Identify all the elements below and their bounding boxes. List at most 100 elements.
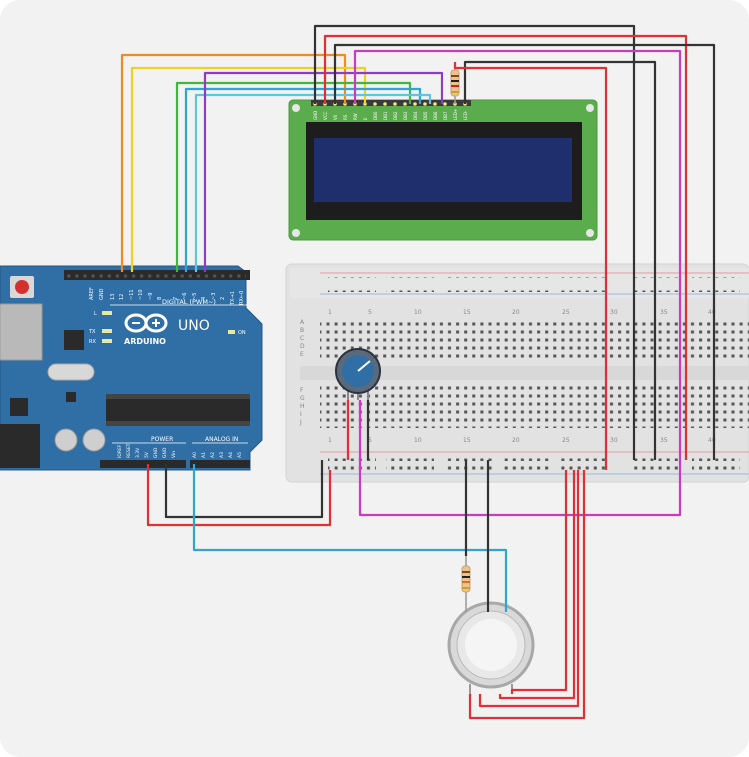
wire-orange[interactable] xyxy=(120,53,347,272)
reset-button[interactable] xyxy=(15,280,29,294)
wire-red[interactable] xyxy=(510,470,568,694)
row-label: E xyxy=(300,351,304,358)
power-label: POWER xyxy=(151,436,173,443)
pin-label: A4 xyxy=(228,452,234,458)
col-label-top: 10 xyxy=(414,309,422,316)
pin-label: GND xyxy=(99,288,105,300)
wire-blue[interactable] xyxy=(192,464,508,612)
pin-label: 5V xyxy=(144,451,150,458)
col-label-bottom: 15 xyxy=(463,437,471,444)
pin-label: GND xyxy=(153,447,159,458)
wire-blue[interactable] xyxy=(184,87,422,272)
wire-black[interactable] xyxy=(313,24,636,460)
sensor-load-resistor[interactable] xyxy=(461,556,471,612)
lcd-pin-label: GND xyxy=(313,111,318,120)
lcd-screen xyxy=(314,138,572,202)
row-label: B xyxy=(300,327,304,334)
col-label-bottom: 25 xyxy=(562,437,570,444)
power-jack xyxy=(0,424,40,468)
wire-red[interactable] xyxy=(453,62,608,470)
pin-label: 8 xyxy=(157,297,163,300)
model-label: UNO xyxy=(178,318,210,334)
wire-magenta[interactable] xyxy=(353,49,682,517)
lcd-pin-label: DB5 xyxy=(423,111,428,120)
col-label-bottom: 40 xyxy=(708,437,716,444)
row-label: H xyxy=(300,403,305,410)
wire-red[interactable] xyxy=(146,464,332,527)
row-label: A xyxy=(300,319,305,326)
wire-red[interactable] xyxy=(323,34,688,460)
capacitor xyxy=(82,428,106,452)
pin-label: ~3 xyxy=(211,293,217,300)
pin-label: AREF xyxy=(89,287,95,300)
wire-red[interactable] xyxy=(468,470,586,720)
pin-label: RX←0 xyxy=(239,291,245,305)
analog-header[interactable] xyxy=(190,460,250,468)
power-header[interactable] xyxy=(100,460,186,468)
wire-black[interactable] xyxy=(333,43,716,460)
row-label: C xyxy=(300,335,304,342)
col-label-bottom: 10 xyxy=(414,437,422,444)
lcd-pin-label: LED- xyxy=(463,110,468,120)
wire-black[interactable] xyxy=(164,460,324,519)
pin-label: ~5 xyxy=(192,293,198,300)
lcd-pin-label: DB3 xyxy=(403,111,408,120)
lcd-pin-label: DB4 xyxy=(413,111,418,120)
terminal-grid-bottom[interactable] xyxy=(320,386,749,428)
power-rail-bottom[interactable] xyxy=(328,456,740,470)
arduino-uno[interactable]: AREF GND 13 12 ~11 ~10 ~9 8 7 ~6 ~5 4 ~3… xyxy=(0,265,263,471)
row-label: F xyxy=(300,387,304,394)
lcd-display[interactable]: GND VCC V0 RS RW E DB0 DB1 DB2 DB3 DB4 D… xyxy=(288,99,598,241)
wire-black[interactable] xyxy=(463,60,657,460)
row-label: I xyxy=(300,411,302,418)
wire-green[interactable] xyxy=(175,81,412,272)
col-label-bottom: 1 xyxy=(328,437,332,444)
pin-label: TX→1 xyxy=(230,291,236,306)
pin-label: ~10 xyxy=(138,289,144,300)
analog-label: ANALOG IN xyxy=(205,436,238,443)
wire-yellow[interactable] xyxy=(130,66,367,272)
capacitor xyxy=(54,428,78,452)
led-label-tx: TX xyxy=(88,329,96,335)
pin-label: A3 xyxy=(219,452,225,458)
col-label-bottom: 20 xyxy=(512,437,520,444)
pin-label: A0 xyxy=(192,452,198,458)
wire-purple[interactable] xyxy=(203,71,444,272)
lcd-pin-label: V0 xyxy=(333,114,338,120)
led-label-l: L xyxy=(94,311,97,317)
terminal-grid-top[interactable] xyxy=(320,318,749,360)
brand-label: ARDUINO xyxy=(124,337,166,346)
col-label-top: 1 xyxy=(328,309,332,316)
wire-red[interactable] xyxy=(478,470,580,708)
digital-label: DIGITAL (PWM~) xyxy=(162,298,216,306)
lcd-pin-label: LED+ xyxy=(453,109,458,120)
pin-label: ~6 xyxy=(182,293,188,300)
usb-chip xyxy=(64,330,84,350)
lcd-pin-label: DB7 xyxy=(443,111,448,120)
lcd-pin-label: DB1 xyxy=(383,111,388,120)
col-label-bottom: 30 xyxy=(610,437,618,444)
pin-label: A2 xyxy=(210,452,216,458)
potentiometer[interactable] xyxy=(335,348,381,400)
pin-label: GND xyxy=(162,447,168,458)
sensor-mesh xyxy=(465,619,517,671)
pin-label: 12 xyxy=(119,294,125,300)
col-label-top: 15 xyxy=(463,309,471,316)
wire-cyan[interactable] xyxy=(194,93,432,272)
row-label: J xyxy=(299,419,302,426)
atmega-chip xyxy=(106,394,250,426)
pin-label: RESET xyxy=(126,443,132,458)
wire-red[interactable] xyxy=(498,470,576,700)
pin-label: A5 xyxy=(237,452,243,458)
pin-label: 4 xyxy=(201,297,207,300)
col-label-bottom: 35 xyxy=(660,437,668,444)
usb-port xyxy=(0,303,43,361)
crystal xyxy=(47,363,95,381)
col-label-top: 30 xyxy=(610,309,618,316)
arduino-logo-icon xyxy=(124,313,168,333)
gas-sensor[interactable] xyxy=(447,601,535,694)
power-rail-top[interactable] xyxy=(328,277,740,292)
pin-label: 13 xyxy=(110,294,116,300)
